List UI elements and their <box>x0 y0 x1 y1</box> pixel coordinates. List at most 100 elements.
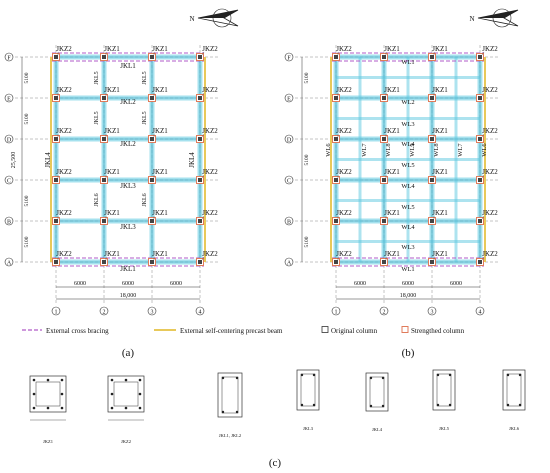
rebar <box>221 410 225 414</box>
axis-bubble-col <box>475 306 485 316</box>
column-label: JKZ1 <box>432 168 448 176</box>
axis-label-row: A <box>7 261 12 267</box>
column-label: JKZ2 <box>202 168 218 176</box>
axis-label-row: F <box>7 56 11 62</box>
axis-bubble-row <box>284 134 294 144</box>
compass-ring <box>492 8 512 28</box>
dim-left: 5100 <box>24 113 30 124</box>
column-original <box>102 137 106 141</box>
beam-label-v: JKL5 <box>94 71 100 84</box>
section-outline <box>502 369 526 411</box>
column-original <box>430 260 434 264</box>
beam-label: JKL2 <box>120 98 136 106</box>
column-label: JKZ1 <box>104 168 120 176</box>
leader-line <box>201 174 205 179</box>
beam-label: WL1 <box>401 59 414 66</box>
axis-bubble-row <box>4 52 14 62</box>
beam-label-v: WL8 <box>385 143 392 156</box>
leader-line <box>481 51 485 56</box>
column-label: JKZ1 <box>432 45 448 53</box>
beam-label-v: JKL6 <box>142 193 148 206</box>
column-original <box>430 55 434 59</box>
column-original <box>334 137 338 141</box>
axis-bubble-col <box>331 306 341 316</box>
column-label: JKZ1 <box>104 86 120 94</box>
axis-label-col: 1 <box>335 310 338 316</box>
column-label: JKZ1 <box>152 168 168 176</box>
compass-label: N <box>469 15 474 23</box>
column-label: JKZ2 <box>336 45 352 53</box>
column-label: JKZ2 <box>336 127 352 135</box>
axis-label-row: D <box>287 138 292 144</box>
dim-left: 5100 <box>24 236 30 247</box>
rebar <box>32 392 36 396</box>
column-label: JKZ2 <box>202 127 218 135</box>
axis-label-col: 4 <box>479 310 482 316</box>
column-original <box>102 219 106 223</box>
section-core <box>436 373 452 407</box>
column-original <box>382 137 386 141</box>
column-original <box>150 96 154 100</box>
rebar <box>369 376 373 380</box>
column-original <box>102 96 106 100</box>
dim-text: 6000 <box>122 281 134 287</box>
dim-left-total: 25,500 <box>11 152 17 169</box>
column-label: JKZ1 <box>104 250 120 258</box>
column-label: JKZ2 <box>202 250 218 258</box>
column-original <box>198 55 202 59</box>
axis-bubble-row <box>4 134 14 144</box>
section-label: JKL4 <box>372 427 383 432</box>
column-original <box>198 260 202 264</box>
column-label: JKZ1 <box>384 168 400 176</box>
dim-total: 18,000 <box>400 293 417 299</box>
section-core <box>221 376 239 414</box>
rebar <box>138 378 142 382</box>
column-label: JKZ2 <box>482 168 498 176</box>
beam-label: WL5 <box>401 204 414 211</box>
column-original <box>102 260 106 264</box>
beam-label-v: JKL5 <box>142 71 148 84</box>
beam-label-v: WL6 <box>325 143 332 157</box>
axis-label-row: F <box>287 56 291 62</box>
section-outline <box>365 372 389 412</box>
column-original <box>102 178 106 182</box>
section-core <box>506 373 522 407</box>
section-outline <box>217 372 243 418</box>
section-core <box>35 381 61 407</box>
beam-label: WL3 <box>401 121 414 128</box>
caption: (b) <box>402 347 415 359</box>
column-original <box>102 55 106 59</box>
beam-label-v: WL8 <box>433 143 440 156</box>
axis-label-col: 3 <box>431 310 434 316</box>
rebar <box>124 406 128 410</box>
column-label: JKZ1 <box>384 45 400 53</box>
leader-line <box>201 215 205 220</box>
axis-label-row: B <box>287 220 291 226</box>
rebar <box>32 378 36 382</box>
axis-label-col: 3 <box>151 310 154 316</box>
dim-total: 18,000 <box>120 293 137 299</box>
column-label: JKZ2 <box>56 250 72 258</box>
column-original <box>54 55 58 59</box>
axis-bubble-row <box>4 257 14 267</box>
rebar <box>312 403 316 407</box>
beam-label: WL4 <box>401 224 415 231</box>
column-original <box>430 96 434 100</box>
axis-bubble-row <box>284 93 294 103</box>
column-original <box>334 178 338 182</box>
dim-left: 5100 <box>304 236 310 247</box>
axis-bubble-col <box>147 306 157 316</box>
column-original <box>150 55 154 59</box>
dim-text: 6000 <box>354 281 366 287</box>
column-label: JKZ2 <box>56 168 72 176</box>
legend-strength-swatch <box>401 326 409 333</box>
section-outline <box>107 375 145 413</box>
column-label: JKZ1 <box>152 45 168 53</box>
axis-bubble-col <box>51 306 61 316</box>
rebar <box>506 373 510 377</box>
column-original <box>198 178 202 182</box>
column-original <box>478 55 482 59</box>
